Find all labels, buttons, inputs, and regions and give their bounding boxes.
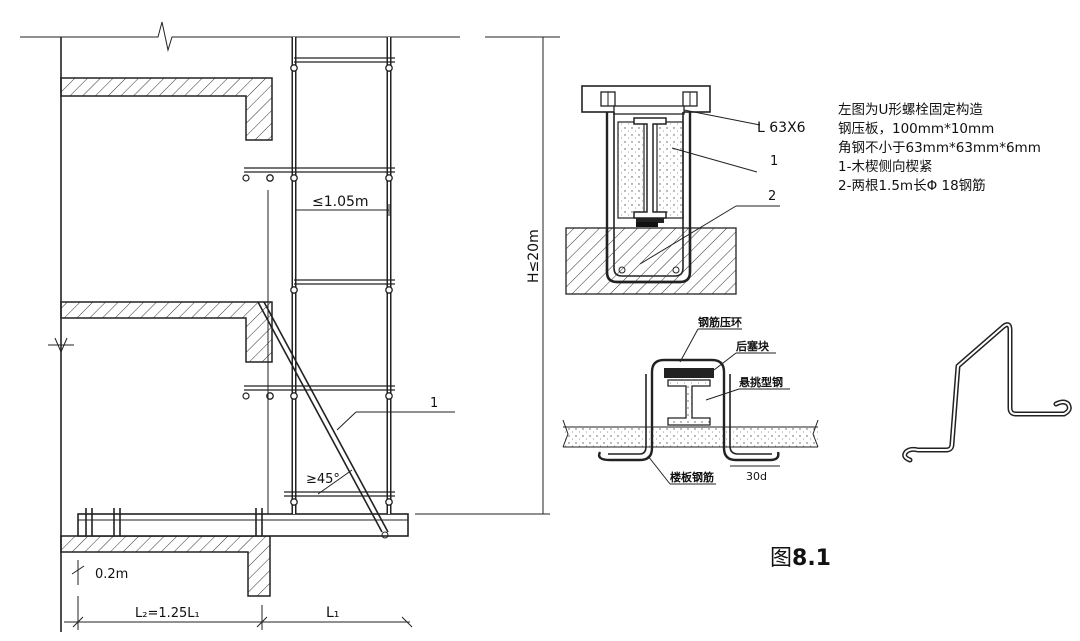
bolt-nuts: [600, 91, 698, 107]
bent-ring-shape: [902, 322, 1072, 463]
scaffold-elevation: ≤1.05m 1 ≥45° H≤20m 0.2m: [20, 21, 560, 632]
ledger-end-cap: [242, 174, 250, 182]
beam-label: 悬挑型钢: [738, 375, 783, 389]
figure-number: 8.1: [792, 546, 831, 571]
span-length-label: L₁: [326, 605, 339, 621]
coupler: [385, 498, 393, 506]
note-line: 钢压板，100mm*10mm: [838, 121, 994, 137]
scaffold-ledger: [242, 385, 395, 400]
wood-wedge-right: [656, 121, 684, 219]
scaffold-ledger: [290, 57, 395, 72]
scaffold-ledger: [242, 167, 395, 182]
callout-1: 1: [770, 154, 778, 169]
wall-break-symbol: [48, 337, 74, 354]
note-line: 1-木楔侧向楔紧: [838, 159, 932, 175]
height-label: H≤20m: [526, 229, 542, 283]
scaffold-ledgers: [242, 57, 395, 506]
coupler: [385, 286, 393, 294]
strut-callout: 1: [430, 396, 438, 411]
concrete-slab-section: [565, 227, 737, 295]
i-beam-section: [633, 117, 667, 219]
spacing-dimension: ≤1.05m: [295, 194, 390, 216]
scaffold-ledger: [290, 279, 395, 294]
anchor-length-label: 30d: [746, 470, 767, 483]
svg-text:图8.1: 图8.1: [770, 546, 831, 571]
floor-slab-middle: [60, 301, 273, 363]
coupler: [266, 174, 274, 182]
bottom-dimension: L₂=1.25L₁ L₁: [64, 596, 413, 630]
offset-label: 0.2m: [95, 567, 128, 582]
coupler: [385, 174, 393, 182]
top-break-line: [20, 21, 460, 52]
figure-caption: 图8.1: [770, 546, 831, 571]
coupler: [290, 64, 298, 72]
wood-wedge-left: [617, 121, 645, 219]
coupler: [290, 174, 298, 182]
diagonal-strut: 1 ≥45°: [257, 301, 455, 539]
coupler: [290, 498, 298, 506]
callout-2: 2: [768, 189, 776, 204]
angle-steel-label: L 63X6: [757, 120, 806, 136]
ring-anchor-detail: 钢筋压环 后塞块 悬挑型钢 楼板钢筋 30d: [562, 315, 819, 485]
note-line: 2-两根1.5m长Φ 18钢筋: [838, 177, 986, 194]
note-line: 左图为U形螺栓固定构造: [838, 102, 983, 118]
ring-label: 钢筋压环: [698, 315, 742, 329]
floor-slab-base: [60, 535, 271, 597]
slab-rebar-label: 楼板钢筋: [670, 470, 714, 484]
ledger-end-cap: [242, 392, 250, 400]
scaffold-ledger: [284, 491, 395, 506]
cantilever-length-label: L₂=1.25L₁: [135, 606, 200, 621]
scaffold-poles: [291, 37, 392, 514]
coupler: [385, 392, 393, 400]
cantilever-steel-beam: [77, 508, 409, 537]
coupler: [290, 286, 298, 294]
coupler: [385, 64, 393, 72]
figure-prefix: 图: [770, 546, 792, 571]
height-dimension: H≤20m: [415, 36, 560, 515]
offset-dimension: 0.2m: [71, 560, 128, 585]
angle-label: ≥45°: [306, 472, 340, 487]
u-bolt-detail: L 63X6 1 2: [565, 85, 806, 295]
coupler: [290, 392, 298, 400]
cantilever-beam-section: [667, 379, 711, 426]
block-label: 后塞块: [736, 339, 770, 353]
spacing-label: ≤1.05m: [312, 194, 369, 210]
rear-block: [664, 368, 714, 378]
note-line: 角钢不小于63mm*63mm*6mm: [838, 140, 1041, 156]
floor-slab-upper: [60, 77, 273, 141]
